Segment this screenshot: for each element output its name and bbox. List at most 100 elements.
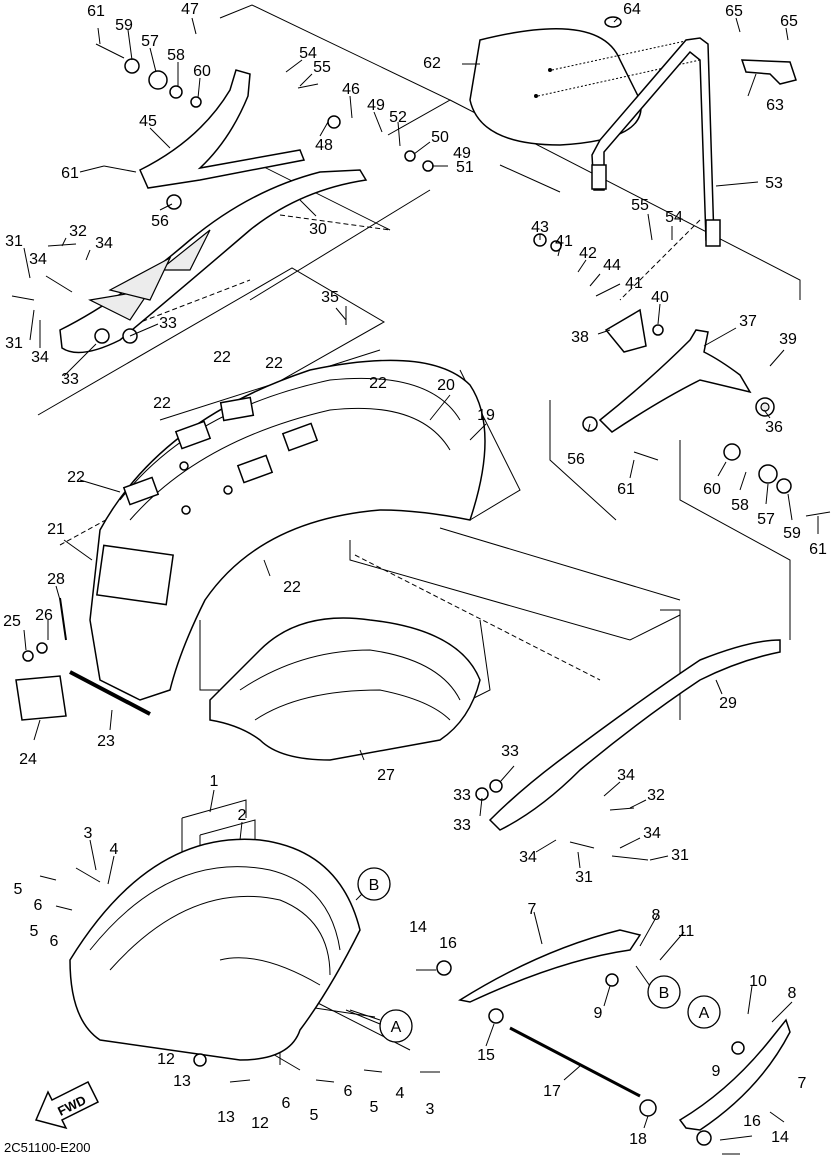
callout-19: 19 xyxy=(477,407,495,424)
callout-42: 42 xyxy=(579,245,597,262)
callout-65: 65 xyxy=(725,3,743,20)
callout-9: 9 xyxy=(594,1005,603,1022)
callout-6c: 6 xyxy=(282,1095,291,1112)
callout-60b: 60 xyxy=(703,481,721,498)
marker-a-fender-label: A xyxy=(391,1019,402,1036)
callout-61: 61 xyxy=(87,3,105,20)
callout-23: 23 xyxy=(97,733,115,750)
backrest-pad xyxy=(469,28,642,146)
callout-47: 47 xyxy=(181,1,199,18)
callout-46: 46 xyxy=(342,81,360,98)
callout-34d: 34 xyxy=(617,767,635,784)
marker-a-stay-label: A xyxy=(699,1005,710,1022)
callout-31b: 31 xyxy=(5,335,23,352)
reference-markers: B A B A xyxy=(357,867,721,1043)
callout-34c: 34 xyxy=(31,349,49,366)
callout-6: 6 xyxy=(34,897,43,914)
callout-27: 27 xyxy=(377,767,395,784)
callout-55b: 55 xyxy=(631,197,649,214)
callout-51: 51 xyxy=(456,159,474,176)
callout-1: 1 xyxy=(210,773,219,790)
callout-31: 31 xyxy=(5,233,23,250)
callout-45: 45 xyxy=(139,113,157,130)
callout-22a: 22 xyxy=(213,349,231,366)
callout-59b: 59 xyxy=(783,525,801,542)
right-grab-rail xyxy=(488,639,781,831)
callout-65b: 65 xyxy=(780,13,798,30)
callout-52: 52 xyxy=(389,109,407,126)
callout-14b: 14 xyxy=(771,1129,789,1146)
callout-56: 56 xyxy=(151,213,169,230)
callout-4: 4 xyxy=(110,841,119,858)
callout-13: 13 xyxy=(173,1073,191,1090)
callout-3: 3 xyxy=(84,825,93,842)
callout-48: 48 xyxy=(315,137,333,154)
marker-b-fender-label: B xyxy=(369,877,380,894)
callout-5b: 5 xyxy=(30,923,39,940)
part-shapes xyxy=(11,16,831,1155)
callout-8b: 8 xyxy=(788,985,797,1002)
callout-33b: 33 xyxy=(159,315,177,332)
diagram-code: 2C51100-E200 xyxy=(4,1140,91,1155)
callout-33c: 33 xyxy=(501,743,519,760)
callout-41b: 41 xyxy=(625,275,643,292)
callout-33: 33 xyxy=(61,371,79,388)
callout-3b: 3 xyxy=(426,1101,435,1118)
callout-56b: 56 xyxy=(567,451,585,468)
callout-7b: 7 xyxy=(798,1075,807,1092)
callout-35: 35 xyxy=(321,289,339,306)
callout-49b: 49 xyxy=(453,145,471,162)
callout-36: 36 xyxy=(765,419,783,436)
fwd-arrow-icon: FWD xyxy=(34,1080,100,1130)
callout-5d: 5 xyxy=(370,1099,379,1116)
callout-64: 64 xyxy=(623,1,641,18)
callout-28: 28 xyxy=(47,571,65,588)
callout-61d: 61 xyxy=(809,541,827,558)
callout-26: 26 xyxy=(35,607,53,624)
callout-30: 30 xyxy=(309,221,327,238)
callout-43: 43 xyxy=(531,219,549,236)
callout-39: 39 xyxy=(779,331,797,348)
callout-33e: 33 xyxy=(453,817,471,834)
fender-stay-lower xyxy=(678,1018,791,1131)
callout-34b: 34 xyxy=(29,251,47,268)
callout-24: 24 xyxy=(19,751,37,768)
callout-50: 50 xyxy=(431,129,449,146)
callout-18: 18 xyxy=(629,1131,647,1148)
callout-58: 58 xyxy=(167,47,185,64)
callout-2: 2 xyxy=(238,807,247,824)
callout-58b: 58 xyxy=(731,497,749,514)
callout-44: 44 xyxy=(603,257,621,274)
callout-14: 14 xyxy=(409,919,427,936)
marker-a-fender: A xyxy=(379,1009,413,1043)
callout-22e: 22 xyxy=(67,469,85,486)
callout-63: 63 xyxy=(766,97,784,114)
callout-54b: 54 xyxy=(665,209,683,226)
callout-40: 40 xyxy=(651,289,669,306)
callout-labels: 61 59 57 47 58 60 54 55 46 49 52 50 49 5… xyxy=(3,1,827,1148)
callout-5c: 5 xyxy=(310,1107,319,1124)
callout-22b: 22 xyxy=(265,355,283,372)
callout-54: 54 xyxy=(299,45,317,62)
callout-15: 15 xyxy=(477,1047,495,1064)
callout-53: 53 xyxy=(765,175,783,192)
callout-9b: 9 xyxy=(712,1063,721,1080)
callout-32: 32 xyxy=(69,223,87,240)
callout-60: 60 xyxy=(193,63,211,80)
callout-34: 34 xyxy=(95,235,113,252)
callout-4b: 4 xyxy=(396,1085,405,1102)
callout-16: 16 xyxy=(439,935,457,952)
callout-16b: 16 xyxy=(743,1113,761,1130)
left-side-bracket xyxy=(139,69,306,189)
fender-stay-upper xyxy=(458,929,642,1003)
callout-22d: 22 xyxy=(153,395,171,412)
marker-b-stay-label: B xyxy=(659,985,670,1002)
callout-5: 5 xyxy=(14,881,23,898)
right-side-bracket xyxy=(598,329,752,433)
callout-57b: 57 xyxy=(757,511,775,528)
callout-12: 12 xyxy=(157,1051,175,1068)
marker-a-stay: A xyxy=(687,995,721,1029)
callout-62: 62 xyxy=(423,55,441,72)
rear-fender-liner xyxy=(209,617,481,761)
callout-22f: 22 xyxy=(283,579,301,596)
